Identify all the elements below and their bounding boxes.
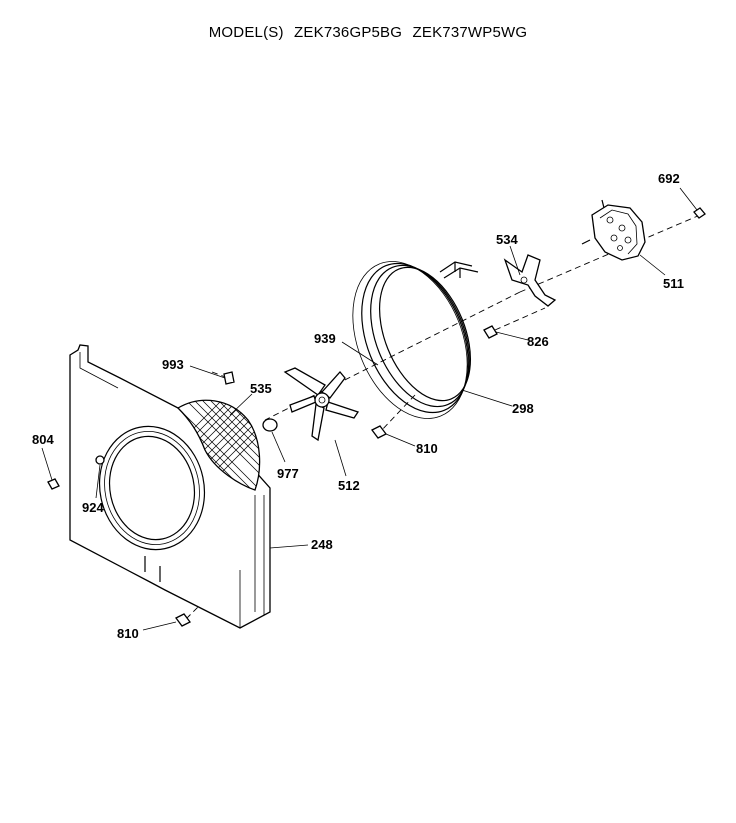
clip-993 <box>223 371 235 385</box>
callout-248: 248 <box>311 537 333 552</box>
motor-511 <box>581 199 646 261</box>
callout-939: 939 <box>314 331 336 346</box>
callout-924: 924 <box>82 500 104 515</box>
callout-810-lower: 810 <box>117 626 139 641</box>
model-number-1: ZEK736GP5BG <box>294 24 403 41</box>
callout-512: 512 <box>338 478 360 493</box>
screw-axis-810 <box>379 394 416 433</box>
assembly-axis-mid <box>264 291 521 421</box>
leader-lines <box>41 187 698 631</box>
callout-692: 692 <box>658 171 680 186</box>
callout-993: 993 <box>162 357 184 372</box>
bracket-534 <box>503 254 557 307</box>
screw-804 <box>47 478 60 490</box>
screw-810-lower <box>175 613 191 627</box>
spacer-977 <box>262 418 278 432</box>
callout-804: 804 <box>32 432 54 447</box>
fan-blade-512 <box>283 367 360 442</box>
callout-535: 535 <box>250 381 272 396</box>
back-panel-248 <box>69 344 271 629</box>
callout-810-upper: 810 <box>416 441 438 456</box>
callout-977: 977 <box>277 466 299 481</box>
callout-534: 534 <box>496 232 518 247</box>
washer-924 <box>95 455 105 465</box>
screw-692 <box>693 207 706 219</box>
model-number-2: ZEK737WP5WG <box>412 24 528 41</box>
diagram-title: MODEL(S) ZEK736GP5BG ZEK737WP5WG <box>0 24 736 41</box>
callout-511: 511 <box>663 276 684 291</box>
assembly-axis <box>519 214 701 293</box>
heating-element-298 <box>352 261 479 419</box>
callout-826: 826 <box>527 334 549 349</box>
screw-826 <box>483 325 498 339</box>
callout-298: 298 <box>512 401 534 416</box>
model-prefix: MODEL(S) <box>208 24 284 41</box>
screw-axis-826 <box>494 307 546 331</box>
